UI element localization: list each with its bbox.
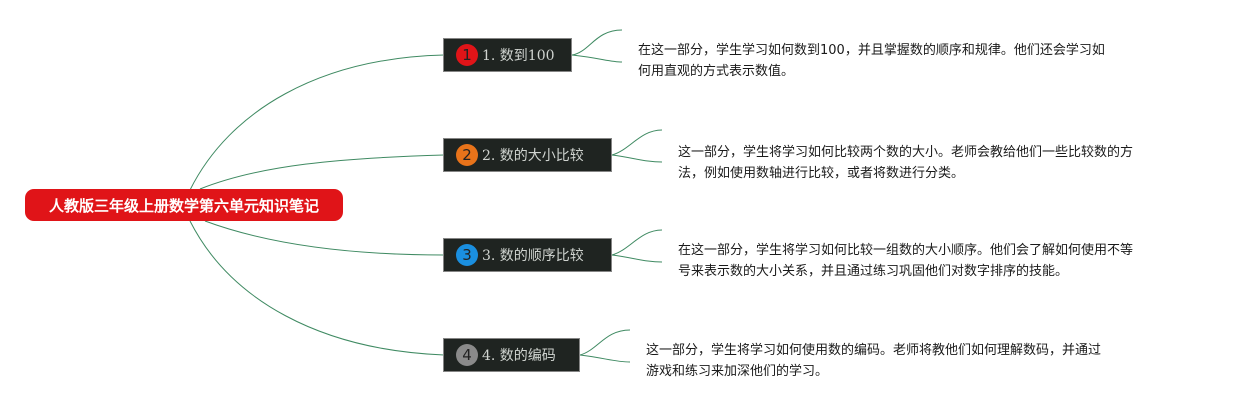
topic-title: 3. 数的顺序比较 — [482, 248, 584, 264]
link-root-topic-2 — [199, 154, 445, 190]
topic-title: 1. 数到100 — [482, 48, 555, 64]
topic-node-1[interactable]: 1 1. 数到100 — [443, 38, 572, 72]
topic-node-2[interactable]: 2 2. 数的大小比较 — [443, 138, 612, 172]
topic-3-description: 在这一部分，学生将学习如何比较一组数的大小顺序。他们会了解如何使用不等 号来表示… — [678, 240, 1133, 282]
topic-title: 4. 数的编码 — [482, 348, 556, 364]
desc-line: 号来表示数的大小关系，并且通过练习巩固他们对数字排序的技能。 — [678, 264, 1069, 279]
desc-line: 这一部分，学生将学习如何使用数的编码。老师将教他们如何理解数码，并通过 — [646, 343, 1102, 358]
link-topic-4-desc — [579, 329, 631, 363]
topic-4-description: 这一部分，学生将学习如何使用数的编码。老师将教他们如何理解数码，并通过 游戏和练… — [646, 340, 1101, 382]
badge-4-icon: 4 — [456, 344, 478, 366]
topic-2-description: 这一部分，学生将学习如何比较两个数的大小。老师会教给他们一些比较数的方 法，例如… — [678, 142, 1133, 184]
link-topic-3-desc — [611, 229, 663, 263]
link-root-topic-1 — [189, 54, 445, 191]
topic-node-4[interactable]: 4 4. 数的编码 — [443, 338, 580, 372]
desc-line: 法，例如使用数轴进行比较，或者将数进行分类。 — [678, 166, 965, 181]
badge-2-icon: 2 — [456, 144, 478, 166]
link-topic-2-desc — [611, 129, 663, 163]
link-root-topic-4 — [189, 220, 445, 356]
desc-line: 游戏和练习来加深他们的学习。 — [646, 364, 829, 379]
topic-title: 2. 数的大小比较 — [482, 148, 584, 164]
badge-3-icon: 3 — [456, 244, 478, 266]
desc-line: 何用直观的方式表示数值。 — [638, 64, 795, 79]
link-root-topic-3 — [204, 220, 445, 256]
badge-1-icon: 1 — [456, 44, 478, 66]
desc-line: 在这一部分，学生学习如何数到100，并且掌握数的顺序和规律。他们还会学习如 — [638, 43, 1105, 58]
desc-line: 这一部分，学生将学习如何比较两个数的大小。老师会教给他们一些比较数的方 — [678, 145, 1134, 160]
topic-node-3[interactable]: 3 3. 数的顺序比较 — [443, 238, 612, 272]
desc-line: 在这一部分，学生将学习如何比较一组数的大小顺序。他们会了解如何使用不等 — [678, 243, 1134, 258]
root-node[interactable]: 人教版三年级上册数学第六单元知识笔记 — [25, 189, 343, 221]
topic-1-description: 在这一部分，学生学习如何数到100，并且掌握数的顺序和规律。他们还会学习如 何用… — [638, 40, 1105, 82]
link-topic-1-desc — [571, 29, 623, 63]
